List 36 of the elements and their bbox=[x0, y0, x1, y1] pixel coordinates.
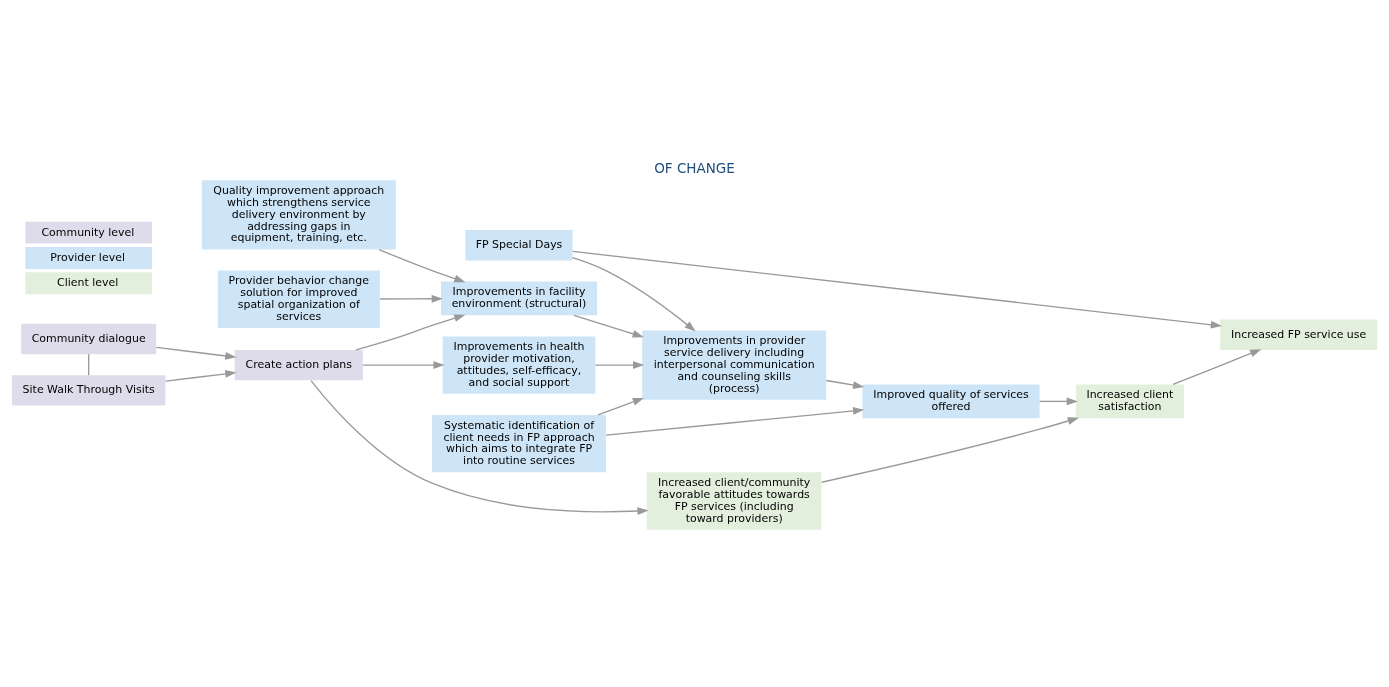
arrow bbox=[355, 313, 466, 351]
node-box: Increased FP service use bbox=[1220, 319, 1378, 350]
arrow bbox=[572, 250, 1222, 329]
node-box: Improvements in facility environment (structural) bbox=[440, 281, 598, 315]
diagram-title: OF CHANGE bbox=[654, 159, 735, 176]
arrow bbox=[597, 397, 644, 415]
node-box: Create action plans bbox=[234, 349, 363, 380]
node-box: Site Walk Through Visits bbox=[11, 374, 166, 406]
node-box: Increased client/community favorable attitudes towards FP services (including toward providers) bbox=[646, 471, 822, 530]
node-box: Quality improvement approach which strengthens service delivery environment by addressing gaps in equipment, training, etc. bbox=[201, 179, 396, 249]
node-box: Improved quality of services offered bbox=[862, 384, 1040, 418]
arrow bbox=[571, 256, 696, 332]
node-box: Improvements in health provider motivation, attitudes, self-efficacy, and social support bbox=[442, 335, 596, 394]
arrow bbox=[362, 360, 445, 369]
node-box: Community dialogue bbox=[21, 323, 157, 354]
node-box: Systematic identification of client needs in FP approach which aims to integrate FP into routine services bbox=[432, 414, 606, 472]
arrow bbox=[573, 314, 644, 338]
arrow bbox=[605, 406, 865, 436]
arrow bbox=[164, 369, 237, 382]
legend-label: Community level bbox=[41, 224, 135, 238]
arrow bbox=[378, 248, 466, 282]
arrow bbox=[1039, 396, 1078, 405]
node-box: Provider behavior change solution for improved spatial organization of services bbox=[217, 270, 380, 328]
arrow bbox=[594, 360, 645, 369]
node-box: Improvements in provider service delivery including interpersonal communication and counseling skills (process) bbox=[642, 330, 827, 400]
connector bbox=[88, 353, 90, 376]
legend-label: Client level bbox=[57, 275, 119, 289]
arrow bbox=[155, 346, 237, 360]
arrow bbox=[379, 294, 443, 303]
arrow bbox=[825, 379, 865, 389]
legend-label: Provider level bbox=[50, 250, 125, 264]
arrow bbox=[1172, 348, 1262, 385]
node-box: Increased client satisfaction bbox=[1075, 384, 1184, 418]
arrow bbox=[310, 379, 649, 515]
node-box: FP Special Days bbox=[465, 229, 573, 260]
arrow bbox=[821, 416, 1079, 483]
